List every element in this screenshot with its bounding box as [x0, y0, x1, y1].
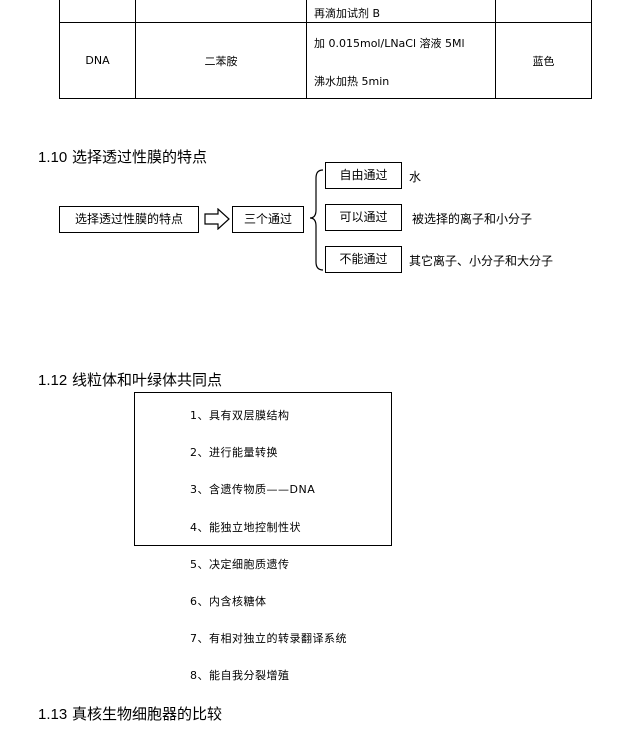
table-row: 再滴加试剂 B	[59, 0, 592, 23]
can-pass-desc: 被选择的离子和小分子	[412, 212, 533, 226]
list-item: 3、含遗传物质——DNA	[190, 483, 316, 496]
section-title: 真核生物细胞器的比较	[71, 705, 222, 723]
condition-text: 再滴加试剂 B	[314, 7, 381, 20]
list-item: 5、决定细胞质遗传	[190, 558, 290, 571]
table-cell: DNA	[59, 22, 136, 99]
right-arrow-icon	[204, 208, 230, 230]
section-heading-1-13: 1.13 真核生物细胞器的比较	[38, 703, 222, 724]
brace-icon	[309, 169, 324, 271]
list-item: 4、能独立地控制性状	[190, 521, 301, 534]
condition-line-2: 沸水加热 5min	[314, 75, 390, 88]
table-cell	[59, 0, 136, 23]
membrane-feature-box: 选择透过性膜的特点	[59, 206, 199, 233]
section-number: 1.10	[38, 149, 68, 166]
list-item: 7、有相对独立的转录翻译系统	[190, 632, 347, 645]
list-item: 6、内含核糖体	[190, 595, 267, 608]
section-title: 选择透过性膜的特点	[71, 148, 207, 166]
section-title: 线粒体和叶绿体共同点	[71, 371, 222, 389]
condition-line-1: 加 0.015mol/LNaCl 溶液 5Ml	[314, 37, 465, 50]
list-item: 8、能自我分裂增殖	[190, 669, 290, 682]
table-cell	[495, 0, 592, 23]
table-cell: 二苯胺	[135, 22, 307, 99]
free-pass-desc: 水	[409, 170, 422, 184]
three-pass-box: 三个通过	[232, 206, 304, 233]
list-item: 2、进行能量转换	[190, 446, 278, 459]
substance-name: DNA	[85, 54, 110, 67]
table-cell: 加 0.015mol/LNaCl 溶液 5Ml 沸水加热 5min	[306, 22, 496, 99]
section-number: 1.13	[38, 706, 68, 723]
common-points-box	[134, 392, 392, 546]
cannot-pass-box: 不能通过	[325, 246, 402, 273]
section-number: 1.12	[38, 372, 68, 389]
reagent-table: 再滴加试剂 B DNA 二苯胺 加 0.015mol/LNaCl 溶液 5Ml …	[59, 0, 592, 99]
cannot-pass-desc: 其它离子、小分子和大分子	[409, 254, 554, 268]
table-row: DNA 二苯胺 加 0.015mol/LNaCl 溶液 5Ml 沸水加热 5mi…	[59, 22, 592, 99]
can-pass-box: 可以通过	[325, 204, 402, 231]
table-cell: 蓝色	[495, 22, 592, 99]
table-cell	[135, 0, 307, 23]
color-result: 蓝色	[532, 54, 555, 68]
table-cell: 再滴加试剂 B	[306, 0, 496, 23]
reagent-name: 二苯胺	[204, 54, 238, 68]
list-item: 1、具有双层膜结构	[190, 409, 290, 422]
free-pass-box: 自由通过	[325, 162, 402, 189]
section-heading-1-12: 1.12 线粒体和叶绿体共同点	[38, 369, 222, 390]
section-heading-1-10: 1.10 选择透过性膜的特点	[38, 146, 207, 167]
